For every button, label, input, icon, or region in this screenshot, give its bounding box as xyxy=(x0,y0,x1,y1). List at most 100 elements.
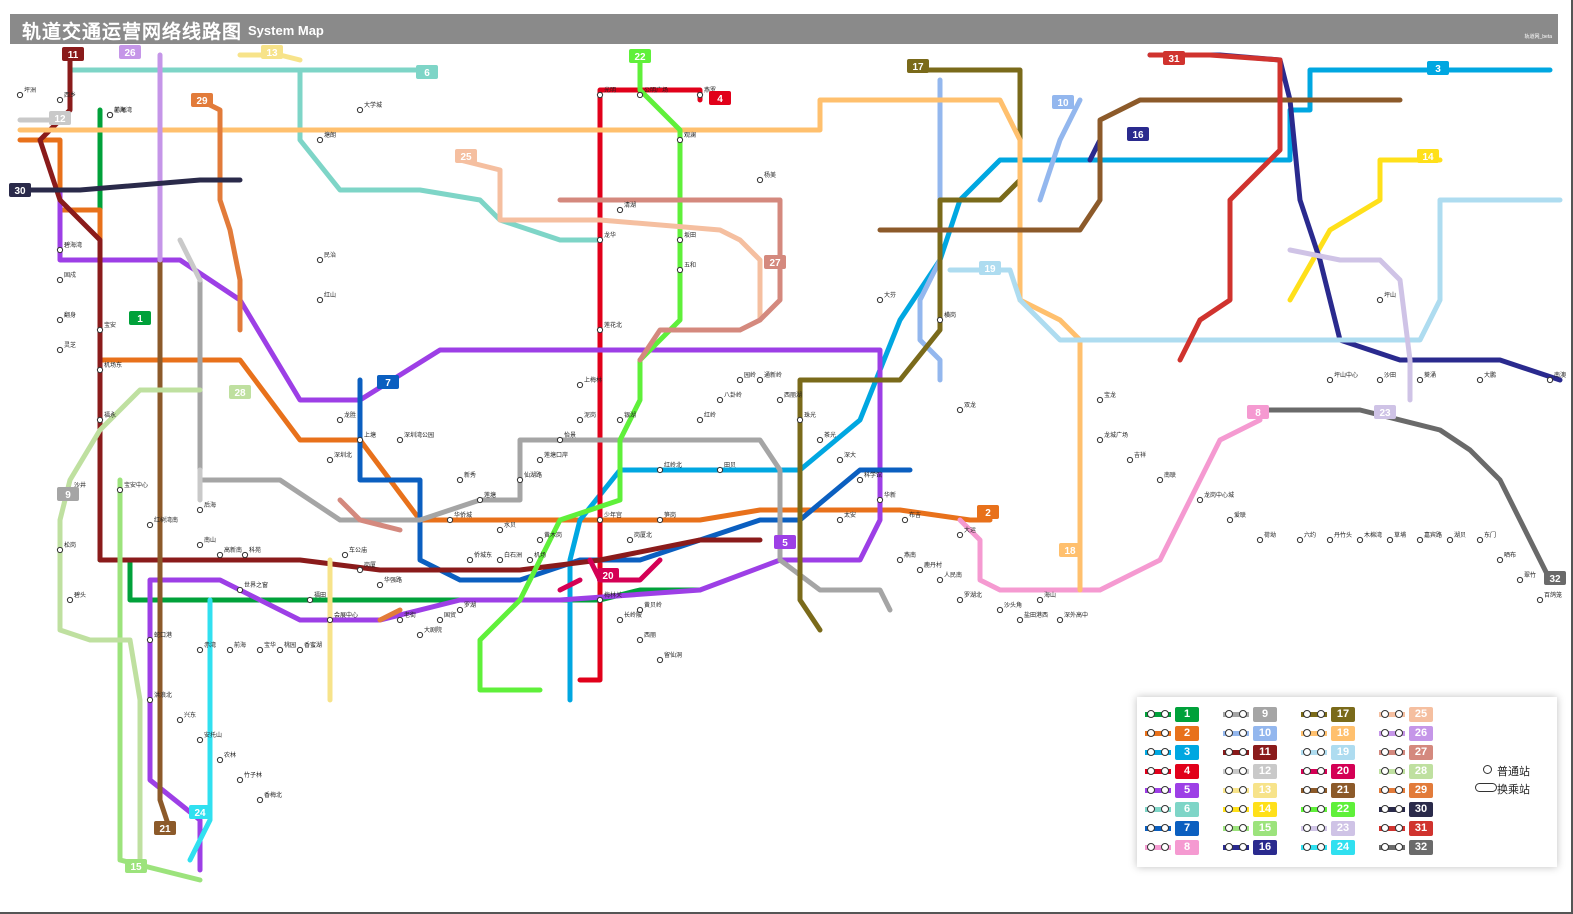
line-badge-25[interactable] xyxy=(455,149,477,163)
station-marker[interactable] xyxy=(576,416,584,424)
station-marker[interactable] xyxy=(196,541,204,549)
line-29-route[interactable] xyxy=(197,97,403,623)
station-marker[interactable] xyxy=(356,566,364,574)
line-badge-8[interactable] xyxy=(1247,405,1269,419)
station-marker[interactable] xyxy=(876,296,884,304)
line-badge-19[interactable] xyxy=(979,261,1001,275)
station-marker[interactable] xyxy=(596,596,604,604)
line-badge-24[interactable] xyxy=(189,805,211,819)
station-marker[interactable] xyxy=(1496,556,1504,564)
line-badge-21[interactable] xyxy=(154,821,176,835)
line-3-route[interactable] xyxy=(567,67,1553,703)
station-marker[interactable] xyxy=(956,531,964,539)
line-30-route[interactable] xyxy=(17,177,243,193)
line-badge-1[interactable] xyxy=(129,311,151,325)
station-marker[interactable] xyxy=(576,381,584,389)
station-marker[interactable] xyxy=(336,416,344,424)
station-marker[interactable] xyxy=(216,551,224,559)
station-marker[interactable] xyxy=(1416,536,1424,544)
station-marker[interactable] xyxy=(296,646,304,654)
station-marker[interactable] xyxy=(56,276,64,284)
station-marker[interactable] xyxy=(496,556,504,564)
station-marker[interactable] xyxy=(56,346,64,354)
station-marker[interactable] xyxy=(216,756,224,764)
station-marker[interactable] xyxy=(1376,376,1384,384)
line-2-route[interactable] xyxy=(17,137,993,523)
station-marker[interactable] xyxy=(656,656,664,664)
station-marker[interactable] xyxy=(66,596,74,604)
station-marker[interactable] xyxy=(316,136,324,144)
station-marker[interactable] xyxy=(256,646,264,654)
station-marker[interactable] xyxy=(236,776,244,784)
station-marker[interactable] xyxy=(856,476,864,484)
station-marker[interactable] xyxy=(676,236,684,244)
station-marker[interactable] xyxy=(446,516,454,524)
station-marker[interactable] xyxy=(596,91,604,99)
station-marker[interactable] xyxy=(146,696,154,704)
station-marker[interactable] xyxy=(936,316,944,324)
line-20-route[interactable] xyxy=(557,557,663,593)
line-badge-20[interactable] xyxy=(597,568,619,582)
station-marker[interactable] xyxy=(716,396,724,404)
station-marker[interactable] xyxy=(636,91,644,99)
station-marker[interactable] xyxy=(1226,516,1234,524)
line-32-route[interactable] xyxy=(1257,407,1553,583)
station-marker[interactable] xyxy=(1546,376,1554,384)
station-marker[interactable] xyxy=(56,316,64,324)
line-badge-28[interactable] xyxy=(229,385,251,399)
station-marker[interactable] xyxy=(96,366,104,374)
station-marker[interactable] xyxy=(636,606,644,614)
station-marker[interactable] xyxy=(16,91,24,99)
line-badge-27[interactable] xyxy=(764,255,786,269)
station-marker[interactable] xyxy=(616,416,624,424)
line-9-route[interactable] xyxy=(197,277,893,613)
station-marker[interactable] xyxy=(1476,376,1484,384)
station-marker[interactable] xyxy=(56,96,64,104)
line-28-route[interactable] xyxy=(57,387,203,873)
line-badge-30[interactable] xyxy=(9,183,31,197)
line-8-route[interactable] xyxy=(957,417,1263,593)
station-marker[interactable] xyxy=(616,206,624,214)
station-marker[interactable] xyxy=(656,516,664,524)
station-marker[interactable] xyxy=(616,616,624,624)
line-19-route[interactable] xyxy=(947,197,1563,343)
line-badge-22[interactable] xyxy=(629,49,651,63)
line-badge-7[interactable] xyxy=(377,375,399,389)
line-6-route[interactable] xyxy=(67,67,603,243)
station-marker[interactable] xyxy=(756,376,764,384)
station-marker[interactable] xyxy=(146,521,154,529)
line-badge-4[interactable] xyxy=(709,91,731,105)
station-marker[interactable] xyxy=(196,506,204,514)
line-31-route[interactable] xyxy=(1147,52,1283,363)
line-10-route[interactable] xyxy=(917,77,1083,383)
station-marker[interactable] xyxy=(96,416,104,424)
station-marker[interactable] xyxy=(1016,616,1024,624)
line-badge-5[interactable] xyxy=(774,535,796,549)
station-marker[interactable] xyxy=(656,466,664,474)
station-marker[interactable] xyxy=(736,376,744,384)
line-16-route[interactable] xyxy=(1087,52,1563,383)
station-marker[interactable] xyxy=(1326,376,1334,384)
line-badge-6[interactable] xyxy=(416,65,438,79)
line-badge-31[interactable] xyxy=(1163,51,1185,65)
station-marker[interactable] xyxy=(876,496,884,504)
station-marker[interactable] xyxy=(716,466,724,474)
station-marker[interactable] xyxy=(596,236,604,244)
station-marker[interactable] xyxy=(1446,536,1454,544)
line-27-route[interactable] xyxy=(337,197,783,533)
station-marker[interactable] xyxy=(836,456,844,464)
line-25-route[interactable] xyxy=(457,157,763,323)
station-marker[interactable] xyxy=(256,796,264,804)
station-marker[interactable] xyxy=(626,536,634,544)
line-5-route[interactable] xyxy=(17,187,883,873)
station-marker[interactable] xyxy=(416,631,424,639)
station-marker[interactable] xyxy=(276,646,284,654)
station-marker[interactable] xyxy=(956,596,964,604)
station-marker[interactable] xyxy=(226,646,234,654)
station-marker[interactable] xyxy=(236,586,244,594)
station-marker[interactable] xyxy=(596,326,604,334)
station-marker[interactable] xyxy=(306,596,314,604)
station-marker[interactable] xyxy=(796,416,804,424)
line-badge-18[interactable] xyxy=(1059,543,1081,557)
station-marker[interactable] xyxy=(1296,536,1304,544)
